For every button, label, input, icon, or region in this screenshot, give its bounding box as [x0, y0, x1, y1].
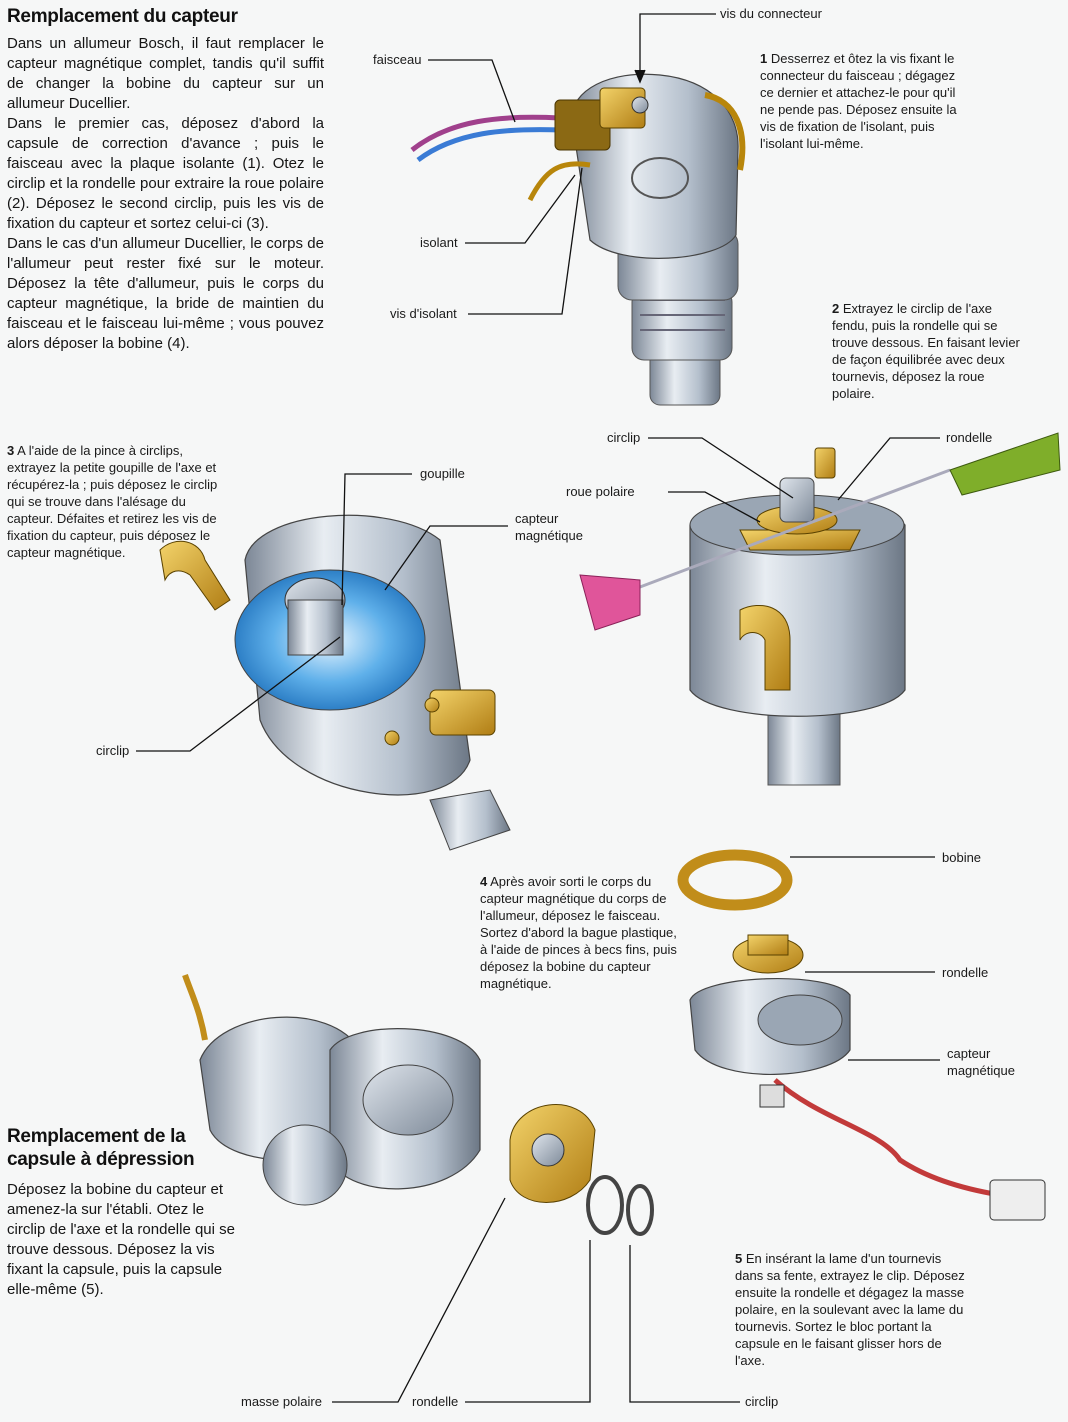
title-line: capsule à dépression — [7, 1149, 195, 1170]
label-faisceau: faisceau — [373, 52, 422, 67]
label-circlip-fig2: circlip — [607, 430, 641, 445]
label-rondelle-fig2: rondelle — [946, 430, 993, 445]
step-number: 1 — [760, 51, 768, 66]
section-title-capteur: Remplacement du capteur — [7, 6, 238, 27]
section-body-capsule: Déposez la bobine du capteur et amenez-l… — [7, 1181, 235, 1298]
label-line: magnétique — [515, 528, 583, 543]
paragraph: Dans le cas d'un allumeur Ducellier, le … — [7, 235, 324, 352]
label-rondelle-fig5: rondelle — [412, 1394, 459, 1409]
label-roue-polaire: roue polaire — [566, 484, 635, 499]
label-masse-polaire: masse polaire — [241, 1394, 322, 1409]
section-title-capsule: Remplacement de la capsule à dépression — [7, 1125, 195, 1171]
section-body-capteur: Dans un allumeur Bosch, il faut remplace… — [7, 34, 324, 354]
figure-4-illustration — [677, 849, 1046, 1221]
label-capteur-magnetique-fig3: capteur magnétique — [515, 510, 583, 544]
step-text: Extrayez le circlip de l'axe fendu, puis… — [832, 301, 1020, 401]
label-circlip-fig3: circlip — [96, 743, 130, 758]
step-number: 5 — [735, 1251, 743, 1266]
step-5-caption: 5 En insérant la lame d'un tournevis dan… — [735, 1250, 973, 1369]
step-text: Après avoir sorti le corps du capteur ma… — [480, 874, 677, 991]
step-3-caption: 3 A l'aide de la pince à circlips, extra… — [7, 442, 225, 561]
step-4-caption: 4 Après avoir sorti le corps du capteur … — [480, 873, 680, 992]
paragraph: Dans un allumeur Bosch, il faut remplace… — [7, 35, 324, 112]
label-goupille: goupille — [420, 466, 465, 481]
label-rondelle-fig4: rondelle — [942, 965, 989, 980]
title-line: Remplacement de la — [7, 1126, 186, 1147]
label-bobine: bobine — [942, 850, 982, 865]
label-vis-isolant: vis d'isolant — [390, 306, 457, 321]
label-vis-du-connecteur: vis du connecteur — [720, 6, 822, 21]
figure-5-illustration — [182, 974, 654, 1236]
figure-2-illustration — [579, 432, 1061, 786]
label-isolant: isolant — [420, 235, 458, 250]
label-line: capteur — [515, 511, 559, 526]
paragraph: Dans le premier cas, déposez d'abord la … — [7, 115, 324, 232]
figure-3-illustration — [159, 514, 511, 851]
label-line: capteur — [947, 1046, 991, 1061]
step-text: A l'aide de la pince à circlips, extraye… — [7, 443, 218, 560]
figure-1-illustration — [410, 73, 746, 406]
step-text: Desserrez et ôtez la vis fixant le conne… — [760, 51, 957, 151]
label-capteur-magnetique-fig4: capteur magnétique — [947, 1045, 1015, 1079]
step-number: 4 — [480, 874, 488, 889]
label-circlip-fig5: circlip — [745, 1394, 779, 1409]
step-2-caption: 2 Extrayez le circlip de l'axe fendu, pu… — [832, 300, 1022, 402]
leader-lines — [136, 13, 940, 1403]
step-1-caption: 1 Desserrez et ôtez la vis fixant le con… — [760, 50, 962, 152]
label-line: magnétique — [947, 1063, 1015, 1078]
step-number: 2 — [832, 301, 840, 316]
step-text: En insérant la lame d'un tournevis dans … — [735, 1251, 965, 1368]
step-number: 3 — [7, 443, 15, 458]
